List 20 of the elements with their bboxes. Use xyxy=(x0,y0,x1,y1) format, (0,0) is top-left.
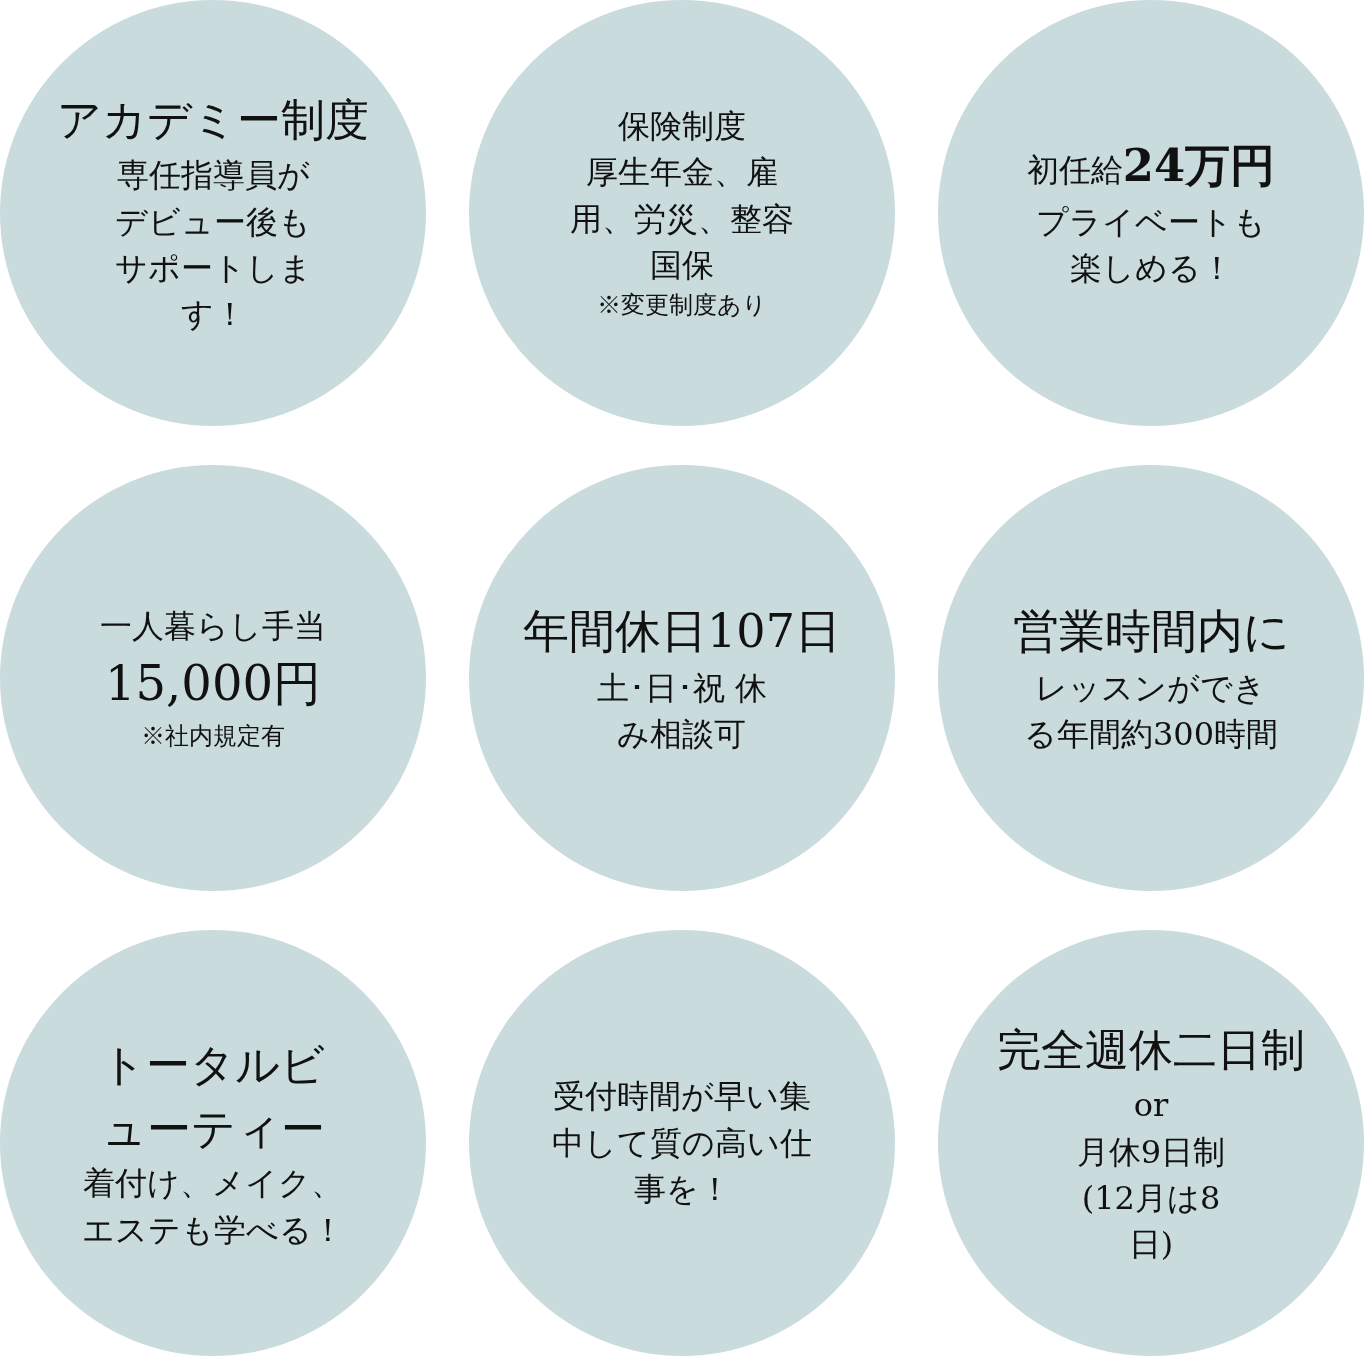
description-text: 土･日･祝 休み相談可 xyxy=(595,667,769,756)
note-text: ※変更制度あり xyxy=(597,290,767,322)
description-text: 月休9日制(12月は8日) xyxy=(1075,1131,1227,1266)
description-text: 厚生年金、雇用、労災、整容国保 xyxy=(569,152,795,286)
description-text: 着付け、メイク、エステも学べる！ xyxy=(81,1163,345,1251)
description-text: 受付時間が早い集中して質の高い仕事を！ xyxy=(551,1076,813,1211)
heading-text: 一人暮らし手当 xyxy=(100,605,326,647)
heading-text: 年間休日107日 xyxy=(523,603,841,661)
description-text: 専任指導員がデビュー後もサポートします！ xyxy=(113,155,313,336)
description-text: レッスンができる年間約300時間 xyxy=(1022,667,1280,756)
heading-text: 完全週休二日制 xyxy=(997,1023,1305,1078)
heading-text: 初任給24万円 xyxy=(1026,138,1276,195)
heading-text: 保険制度 xyxy=(618,105,746,147)
amount-text: 15,000円 xyxy=(105,654,321,713)
conjunction-text: or xyxy=(1133,1085,1169,1127)
note-text: ※社内規定有 xyxy=(141,720,285,752)
heading-text: アカデミー制度 xyxy=(57,93,369,148)
description-text: プライベートも楽しめる！ xyxy=(1035,202,1267,290)
heading-text: トータルビューティー xyxy=(100,1037,326,1156)
heading-text: 営業時間内に xyxy=(1012,603,1290,661)
